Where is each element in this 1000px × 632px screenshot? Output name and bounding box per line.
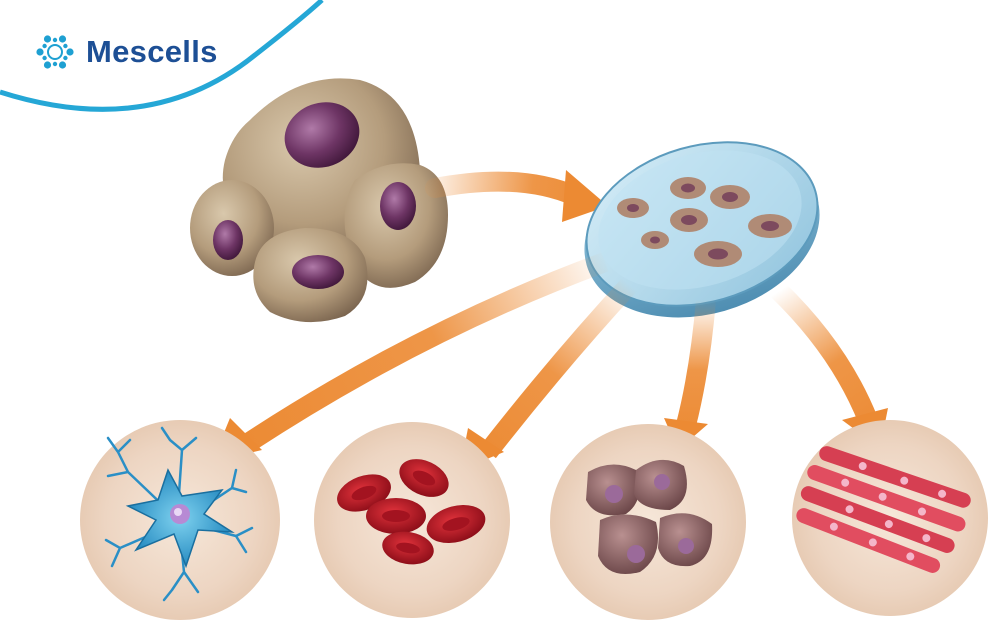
- stem-cell-nucleus: [380, 182, 416, 230]
- cultured-cells: [617, 177, 792, 267]
- muscle-cell-icon: [796, 446, 971, 573]
- stem-cell-cluster: [190, 78, 448, 323]
- red-blood-cell-icon: [337, 459, 486, 565]
- nerve-cell-panel: [80, 420, 280, 620]
- brand-name: Mescells: [86, 34, 218, 69]
- arrow-to-dish: [425, 170, 608, 222]
- nerve-cell-icon: [104, 426, 254, 602]
- tissue-cell-icon: [586, 459, 713, 574]
- header-swoosh: [0, 0, 324, 112]
- stem-cell-nucleus: [292, 255, 344, 289]
- brand-logo: Mescells: [34, 29, 218, 75]
- tissue-cells-panel: [550, 424, 746, 620]
- stem-cell-nucleus: [284, 102, 360, 168]
- stem-cell-nucleus: [213, 220, 243, 260]
- muscle-cells-panel: [792, 420, 988, 616]
- red-blood-cells-panel: [314, 422, 510, 618]
- petri-dish: [584, 141, 820, 318]
- molecule-ring-icon: [36, 35, 74, 69]
